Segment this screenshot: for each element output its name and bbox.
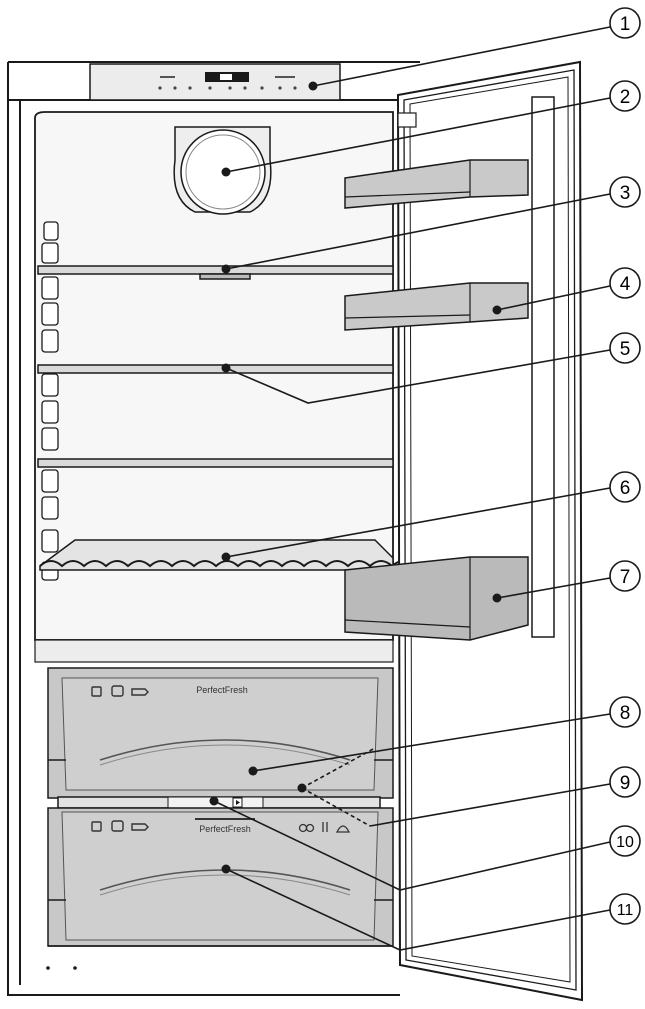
lower-drawer-label: PerfectFresh xyxy=(199,824,251,834)
door-bin-bottle xyxy=(344,556,529,641)
upper-drawer: PerfectFresh xyxy=(47,667,394,799)
callout-11: 11 xyxy=(609,893,641,925)
door-bin-top xyxy=(344,159,529,209)
control-buttons xyxy=(158,86,297,90)
lower-drawer-icons-left xyxy=(91,820,149,832)
callout-dots xyxy=(209,81,502,874)
callout-5: 5 xyxy=(609,332,641,364)
glass-shelf-2 xyxy=(37,364,394,374)
callout-dot-3 xyxy=(221,264,231,274)
lower-drawer: PerfectFresh xyxy=(47,807,394,947)
callout-2: 2 xyxy=(609,80,641,112)
callout-dot-2 xyxy=(221,167,231,177)
glass-shelf-3 xyxy=(37,458,394,468)
callout-number-9: 9 xyxy=(620,773,631,794)
callout-6: 6 xyxy=(609,471,641,503)
callout-number-11: 11 xyxy=(617,902,634,919)
callout-4: 4 xyxy=(609,267,641,299)
glass-shelf-1 xyxy=(37,265,394,275)
callout-number-1: 1 xyxy=(620,14,631,35)
drawer-divider xyxy=(57,796,381,809)
door-bin-middle xyxy=(344,282,529,331)
shelf-supports xyxy=(41,221,59,581)
callout-dot-6 xyxy=(221,552,231,562)
upper-drawer-label: PerfectFresh xyxy=(196,685,248,695)
callout-dot-1 xyxy=(308,81,318,91)
callout-number-5: 5 xyxy=(620,339,631,360)
callout-dot-4 xyxy=(492,305,502,315)
cabinet-base xyxy=(46,945,393,970)
callout-10: 10 xyxy=(609,825,641,857)
callout-dot-10 xyxy=(209,796,219,806)
callout-number-10: 10 xyxy=(616,834,634,851)
callout-dot-5 xyxy=(221,363,231,373)
glass-shelves xyxy=(37,265,394,468)
callout-dot-8 xyxy=(248,766,258,776)
callout-dot-11 xyxy=(221,864,231,874)
callout-1: 1 xyxy=(609,7,641,39)
callout-7: 7 xyxy=(609,560,641,592)
callout-dot-9 xyxy=(297,783,307,793)
callout-number-3: 3 xyxy=(620,183,631,204)
callout-number-8: 8 xyxy=(620,703,631,724)
lower-drawer-icons-right xyxy=(298,822,351,833)
callout-number-2: 2 xyxy=(620,87,631,108)
callout-numbers: 1 2 3 4 5 6 7 8 9 10 11 xyxy=(609,7,641,925)
callout-number-6: 6 xyxy=(620,478,631,499)
shelf-light xyxy=(199,273,251,280)
control-panel xyxy=(89,63,341,101)
leader-lines xyxy=(213,26,611,951)
upper-drawer-icons xyxy=(91,685,149,697)
callout-number-4: 4 xyxy=(620,274,631,295)
callout-8: 8 xyxy=(609,696,641,728)
callout-dot-7 xyxy=(492,593,502,603)
callout-number-7: 7 xyxy=(620,567,631,588)
door xyxy=(396,60,584,1002)
callout-3: 3 xyxy=(609,176,641,208)
door-handle-strip xyxy=(531,96,555,638)
callout-9: 9 xyxy=(609,766,641,798)
